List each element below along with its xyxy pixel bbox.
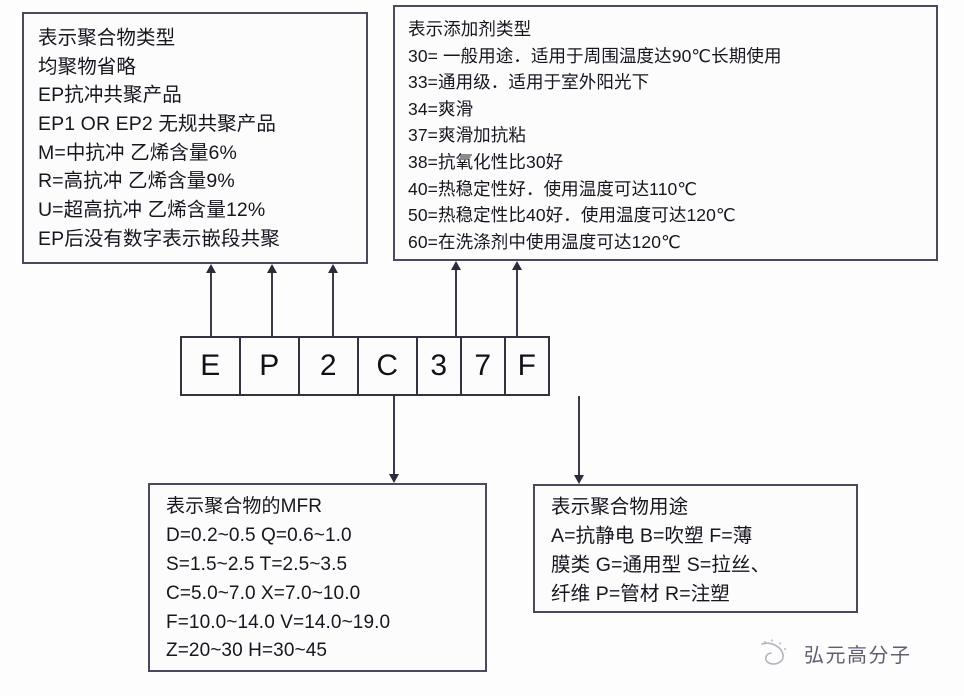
usage-line: 表示聚合物用途 [551, 496, 689, 518]
arrow-up-icon [267, 264, 277, 273]
product-code-row: E P 2 C 3 7 F [180, 336, 550, 396]
code-cell-3[interactable]: 2 [298, 336, 359, 396]
watermark: 弘元高分子 [757, 638, 912, 668]
additive-type-line: 34=爽滑 [408, 98, 474, 119]
polymer-type-line: EP抗冲共聚产品 [38, 84, 182, 107]
code-cell-5[interactable]: 3 [416, 336, 462, 396]
arrow-up-icon [206, 264, 216, 273]
polymer-type-line: EP1 OR EP2 无规共聚产品 [38, 112, 276, 135]
additive-type-line: 38=抗氧化性比30好 [408, 151, 564, 172]
mfr-line: Z=20~30 H=30~45 [166, 640, 328, 662]
additive-type-line: 60=在洗涤剂中使用温度可达120℃ [408, 231, 681, 252]
connector-line [578, 396, 580, 475]
polymer-type-text-block: 表示聚合物类型 均聚物省略 EP抗冲共聚产品 EP1 OR EP2 无规共聚产品… [24, 14, 366, 259]
mfr-line: F=10.0~14.0 V=14.0~19.0 [166, 611, 391, 633]
usage-line: 膜类 G=通用型 S=拉丝、 [551, 554, 771, 577]
code-cell-2[interactable]: P [239, 336, 300, 396]
additive-type-line: 37=爽滑加抗粘 [408, 125, 526, 146]
usage-line: A=抗静电 B=吹塑 F=薄 [551, 525, 753, 548]
arrow-up-icon [451, 261, 461, 270]
mfr-callout-box: 表示聚合物的MFR D=0.2~0.5 Q=0.6~1.0 S=1.5~2.5 … [148, 483, 487, 672]
connector-line [210, 273, 212, 336]
connector-line [455, 270, 457, 336]
connector-line [516, 270, 518, 336]
brand-swirl-icon [757, 638, 795, 668]
polymer-type-line: U=超高抗冲 乙烯含量12% [38, 198, 266, 221]
code-cell-7[interactable]: F [504, 336, 550, 396]
polymer-type-line: 表示聚合物类型 [38, 27, 176, 49]
additive-type-line: 50=热稳定性比40好．使用温度可达120℃ [408, 205, 736, 226]
arrow-down-icon [574, 475, 584, 484]
polymer-type-callout-box: 表示聚合物类型 均聚物省略 EP抗冲共聚产品 EP1 OR EP2 无规共聚产品… [22, 12, 368, 264]
additive-type-line: 40=热稳定性好．使用温度可达110℃ [408, 178, 698, 199]
additive-type-line: 表示添加剂类型 [408, 19, 532, 39]
additive-type-callout-box: 表示添加剂类型 30= 一般用途．适用于周围温度达90℃长期使用 33=通用级．… [393, 5, 938, 261]
polymer-type-line: 均聚物省略 [38, 55, 137, 78]
code-cell-1[interactable]: E [180, 336, 241, 396]
watermark-text: 弘元高分子 [804, 642, 912, 667]
connector-line [271, 273, 273, 336]
code-cell-4[interactable]: C [357, 336, 418, 396]
connector-line [332, 273, 334, 336]
usage-line: 纤维 P=管材 R=注塑 [551, 583, 730, 606]
mfr-text-block: 表示聚合物的MFR D=0.2~0.5 Q=0.6~1.0 S=1.5~2.5 … [150, 485, 485, 672]
arrow-up-icon [328, 264, 338, 273]
arrow-down-icon [389, 474, 399, 483]
additive-type-line: 30= 一般用途．适用于周围温度达90℃长期使用 [408, 45, 782, 66]
mfr-line: S=1.5~2.5 T=2.5~3.5 [166, 553, 348, 575]
usage-callout-box: 表示聚合物用途 A=抗静电 B=吹塑 F=薄 膜类 G=通用型 S=拉丝、 纤维… [533, 484, 858, 613]
mfr-line: 表示聚合物的MFR [166, 496, 323, 517]
usage-text-block: 表示聚合物用途 A=抗静电 B=吹塑 F=薄 膜类 G=通用型 S=拉丝、 纤维… [535, 486, 856, 615]
arrow-up-icon [512, 261, 522, 270]
polymer-type-line: M=中抗冲 乙烯含量6% [38, 141, 237, 164]
polymer-type-line: EP后没有数字表示嵌段共聚 [38, 227, 280, 250]
polymer-type-line: R=高抗冲 乙烯含量9% [38, 170, 235, 193]
mfr-line: C=5.0~7.0 X=7.0~10.0 [166, 582, 361, 604]
connector-line [393, 396, 395, 474]
mfr-line: D=0.2~0.5 Q=0.6~1.0 [166, 524, 352, 546]
code-cell-6[interactable]: 7 [460, 336, 506, 396]
additive-type-line: 33=通用级．适用于室外阳光下 [408, 72, 650, 93]
additive-type-text-block: 表示添加剂类型 30= 一般用途．适用于周围温度达90℃长期使用 33=通用级．… [395, 7, 936, 261]
